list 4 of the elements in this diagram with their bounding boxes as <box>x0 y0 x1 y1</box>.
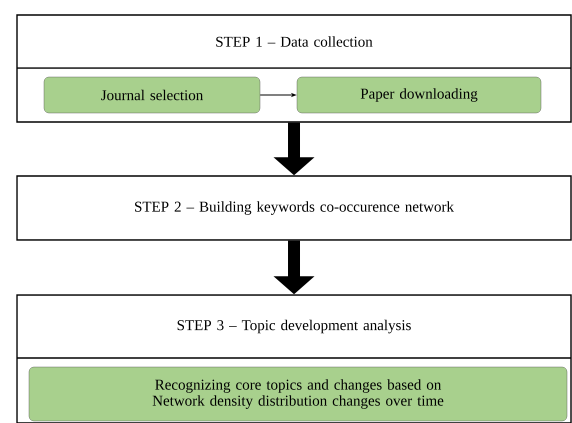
process-box: Journal selection <box>44 76 260 114</box>
process-box: Recognizing core topics and changes based on Network density distribution changes over time <box>28 366 568 422</box>
process-box: Paper downloading <box>296 76 542 114</box>
step-box: STEP 2 – Building keywords co-occurence network <box>16 175 572 241</box>
